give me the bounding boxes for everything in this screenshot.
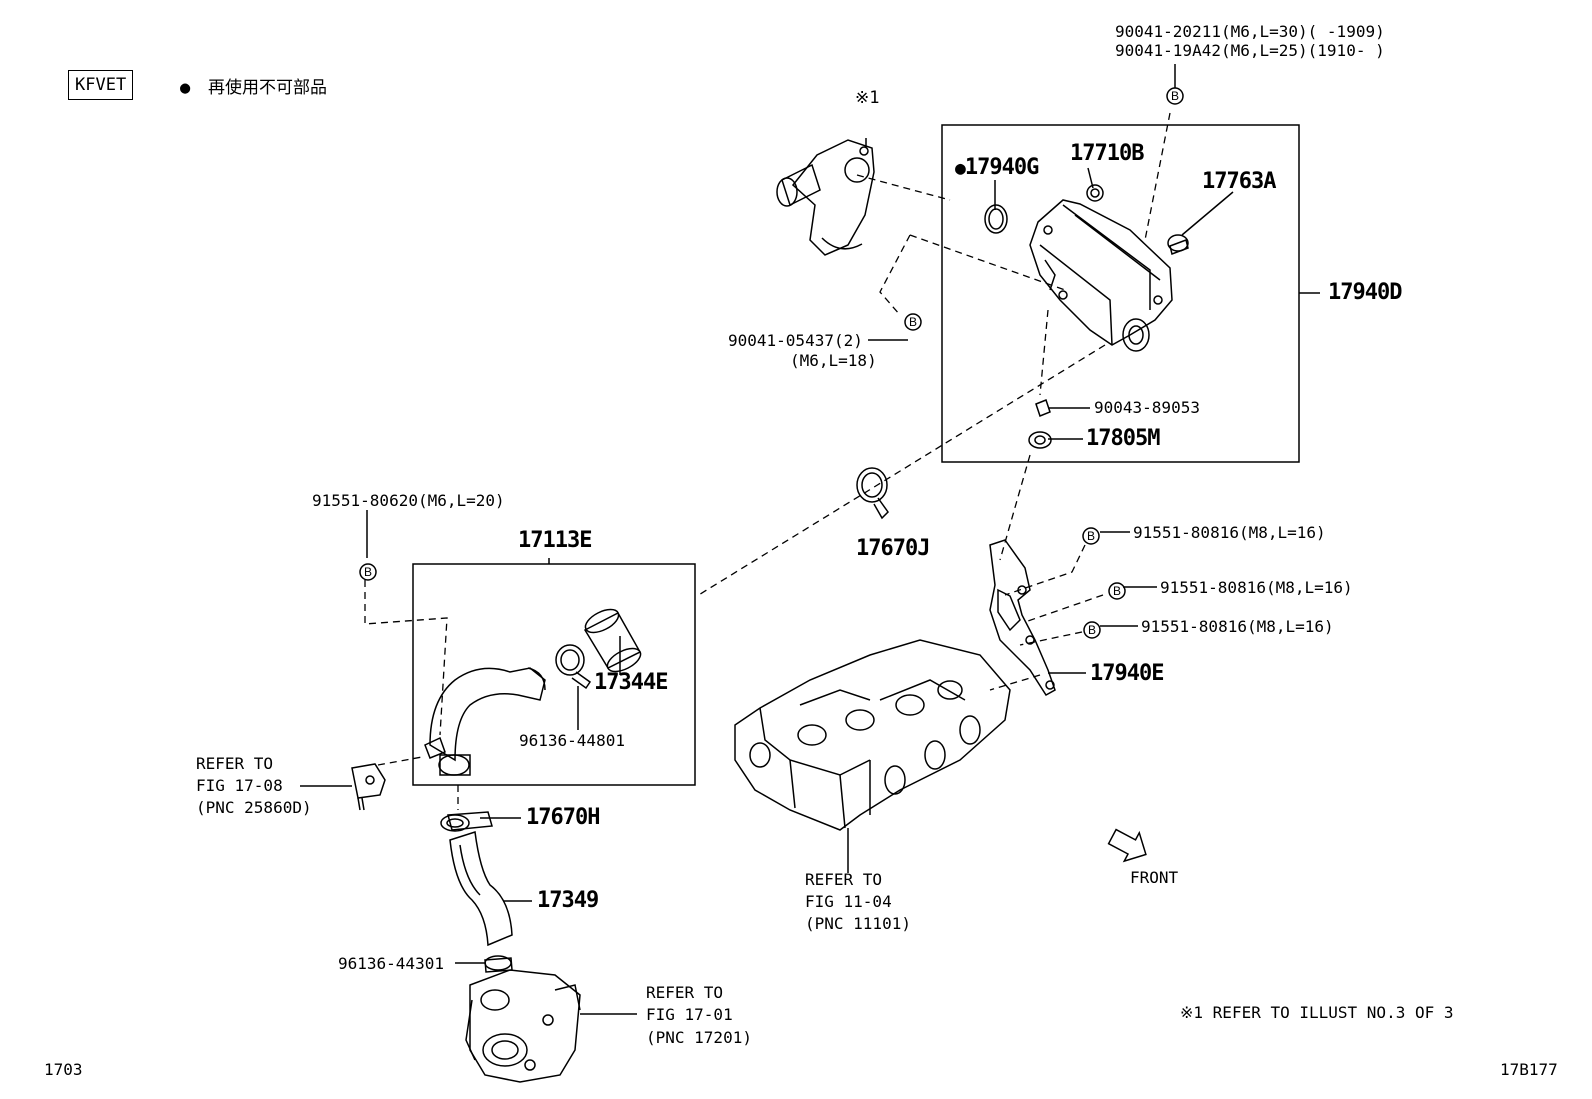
part-17940d: 17940D [1328,280,1402,305]
group-box-17113e [412,563,696,786]
note-star1: ※1 [855,88,880,108]
part-17710b: 17710B [1070,141,1144,166]
b-marker: B [364,565,372,579]
page-left: 1703 [44,1060,83,1079]
hose-17349 [449,831,513,947]
part-91551-80816-b: 91551-80816(M8,L=16) [1160,578,1353,597]
clamp-17670j [856,467,889,520]
part-17805m: 17805M [1086,426,1160,451]
front-label: FRONT [1130,868,1179,887]
ref-11-04-line2: FIG 11-04 [805,892,892,911]
ref-17-01-line2: FIG 17-01 [646,1005,733,1024]
part-17113e: 17113E [518,528,592,553]
b-marker: B [909,315,917,329]
part-90043-89053: 90043-89053 [1094,398,1200,417]
b-marker: B [1171,89,1179,103]
part-17940g: ●17940G [955,155,1039,180]
part-90041-05437-spec: (M6,L=18) [790,351,877,370]
legend-text: 再使用不可部品 [208,78,327,98]
legend-mark: ● [180,78,191,98]
part-17670h: 17670H [526,805,600,830]
bracket-17940e [989,539,1056,696]
b-marker: B [1088,623,1096,637]
ref-17-08-line1: REFER TO [196,754,274,773]
part-96136-44301: 96136-44301 [338,954,444,973]
front-arrow [1107,828,1147,863]
clamp-96136-44301 [484,955,513,973]
ref-17-08-line2: FIG 17-08 [196,776,283,795]
part-17670j: 17670J [856,536,930,561]
part-91551-80816-a: 91551-80816(M8,L=16) [1133,523,1326,542]
egr-cooler-drawing [1029,199,1173,352]
clamp-17670h [440,811,493,832]
ref-17-01-line1: REFER TO [646,983,724,1002]
footer-note: ※1 REFER TO ILLUST NO.3 OF 3 [1180,1003,1454,1022]
cylinder-head-drawing [734,639,1011,831]
pipe-17113e [424,667,546,776]
part-17349: 17349 [537,888,599,913]
b-marker: B [1113,584,1121,598]
part-91551-80620: 91551-80620(M6,L=20) [312,491,505,510]
ref-11-04-line1: REFER TO [805,870,883,889]
gasket-17710b [1086,184,1104,202]
part-90041-05437: 90041-05437(2) [728,331,863,350]
ref-11-04-line3: (PNC 11101) [805,914,911,933]
gasket-17805m [1028,431,1052,449]
stud-90043-89053 [1035,399,1051,417]
clamp-96136-44801 [555,644,592,690]
part-90041-20211: 90041-20211(M6,L=30)( -1909) [1115,22,1385,41]
sensor-ref-17-08 [351,763,386,811]
part-96136-44801: 96136-44801 [519,731,625,750]
ref-17-01-line3: (PNC 17201) [646,1028,752,1047]
part-17940e: 17940E [1090,661,1164,686]
model-code: KFVET [68,70,134,100]
part-17344e: 17344E [594,670,668,695]
water-outlet-drawing [776,139,875,256]
part-91551-80816-c: 91551-80816(M8,L=16) [1141,617,1334,636]
part-17763a: 17763A [1202,169,1276,194]
o-ring-17940g [984,204,1008,234]
part-90041-19a42: 90041-19A42(M6,L=25)(1910- ) [1115,41,1385,60]
b-marker: B [1087,529,1095,543]
page-right: 17B177 [1500,1060,1558,1079]
water-pump-ref-17-01 [465,969,581,1083]
ref-17-08-line3: (PNC 25860D) [196,798,312,817]
hose-17344e [583,608,642,673]
